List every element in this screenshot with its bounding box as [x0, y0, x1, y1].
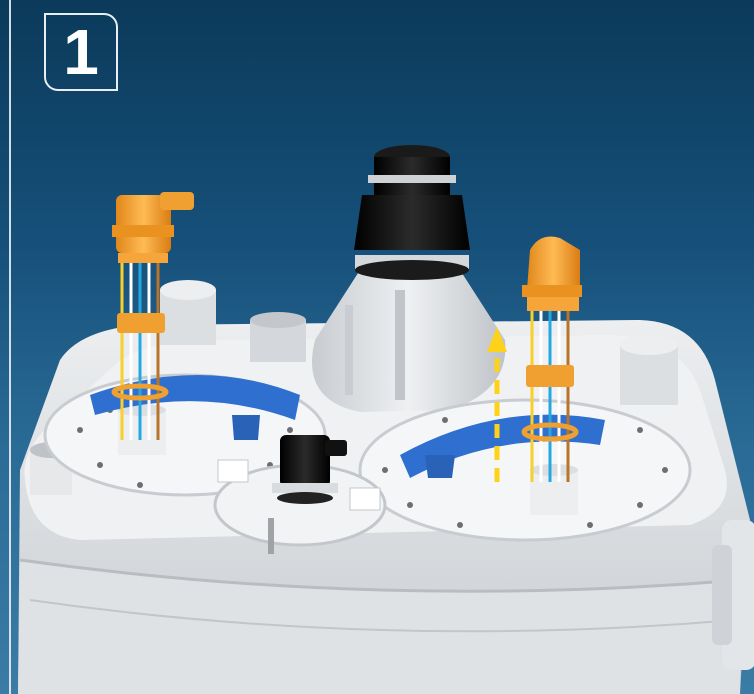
- right-cover-plate: [358, 398, 692, 542]
- blue-seal-right: [400, 414, 605, 478]
- side-outlet-pipe: [712, 520, 754, 670]
- center-cover-plate: [213, 459, 387, 554]
- vent-stubs: [30, 280, 678, 495]
- electrical-connector: [272, 435, 347, 504]
- step-number: 1: [63, 16, 99, 88]
- upward-dashed-arrow-icon: [487, 327, 507, 482]
- frame-left-border: [9, 0, 11, 694]
- float-switch-right: [521, 236, 582, 482]
- float-switch-left: [111, 192, 194, 440]
- discharge-cone: [312, 270, 506, 412]
- step-number-badge: 1: [44, 13, 118, 91]
- rubber-coupling: [354, 145, 470, 280]
